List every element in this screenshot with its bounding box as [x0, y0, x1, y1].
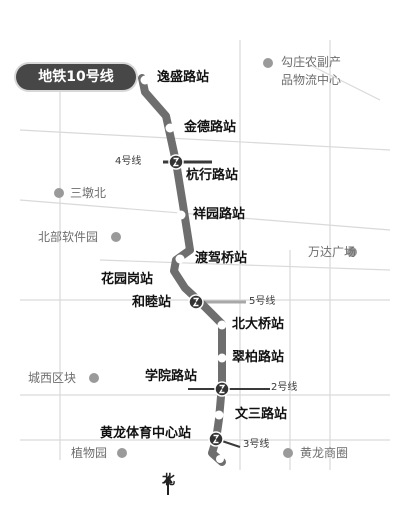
station-label-xueyuan[interactable]: 学院路站: [145, 369, 198, 384]
landmark-label-wanda[interactable]: 万达广场: [308, 245, 357, 259]
landmark-label-gouzhuang[interactable]: 勾庄农副产 品物流中心: [281, 55, 342, 87]
line-label-3: 3号线: [243, 439, 270, 450]
landmark-dot-icon: [111, 232, 121, 242]
landmark-dot-icon: [54, 188, 64, 198]
station-label-yisheng[interactable]: 逸盛路站: [157, 70, 210, 85]
line-label-5: 5号线: [249, 296, 276, 307]
landmark-dot-icon: [89, 373, 99, 383]
station-label-cuibai[interactable]: 翠柏路站: [232, 350, 285, 365]
transfer-icon: [214, 381, 230, 397]
transfer-icon: [188, 294, 204, 310]
station-dot-terminal: [216, 455, 224, 463]
station-dot-wensan: [214, 410, 224, 420]
landmark-dot-icon: [347, 247, 357, 257]
station-label-jinde[interactable]: 金德路站: [184, 120, 237, 135]
station-dot-jinde: [165, 123, 175, 133]
station-label-huayuangang[interactable]: 花园岗站: [101, 272, 154, 287]
station-label-wensan[interactable]: 文三路站: [235, 407, 288, 422]
landmark-label-huanglong-shangquan[interactable]: 黄龙商圈: [300, 446, 349, 460]
landmark-label-beibu-software[interactable]: 北部软件园: [38, 230, 99, 244]
transfer-icons: [168, 154, 230, 447]
transfer-icon: [168, 154, 184, 170]
north-arrow-icon: [163, 475, 173, 495]
station-dot-dujiaqiao: [175, 254, 185, 264]
station-label-dujiaqiao[interactable]: 渡驾桥站: [195, 251, 248, 266]
line-title-badge: 地铁10号线: [16, 64, 136, 90]
landmark-dots: [54, 58, 357, 458]
line-label-4: 4号线: [115, 156, 142, 167]
line-10-route: [138, 74, 226, 466]
station-label-xiangyuan[interactable]: 祥园路站: [193, 207, 246, 222]
station-label-beidaqiao[interactable]: 北大桥站: [232, 317, 285, 332]
landmark-dot-icon: [283, 448, 293, 458]
transfer-icon: [208, 431, 224, 447]
station-label-hemu[interactable]: 和睦站: [132, 295, 172, 310]
landmark-dot-icon: [117, 448, 127, 458]
landmark-label-zhiwuyuan[interactable]: 植物园: [71, 446, 108, 460]
landmark-label-sandunbei[interactable]: 三墩北: [70, 186, 107, 200]
station-label-hangxing[interactable]: 杭行路站: [186, 168, 239, 183]
north-label: 北: [162, 473, 176, 488]
line-label-2: 2号线: [271, 382, 298, 393]
background-roads: [19, 40, 391, 470]
landmark-dot-icon: [263, 58, 273, 68]
station-dot-yisheng: [140, 75, 150, 85]
station-label-huanglong-sports[interactable]: 黄龙体育中心站: [100, 426, 192, 441]
station-markers: [140, 75, 227, 463]
station-dot-beidaqiao: [217, 320, 227, 330]
station-dot-xiangyuan: [176, 210, 186, 220]
landmark-label-chengxi[interactable]: 城西区块: [28, 371, 77, 385]
station-dot-cuibai: [217, 353, 227, 363]
